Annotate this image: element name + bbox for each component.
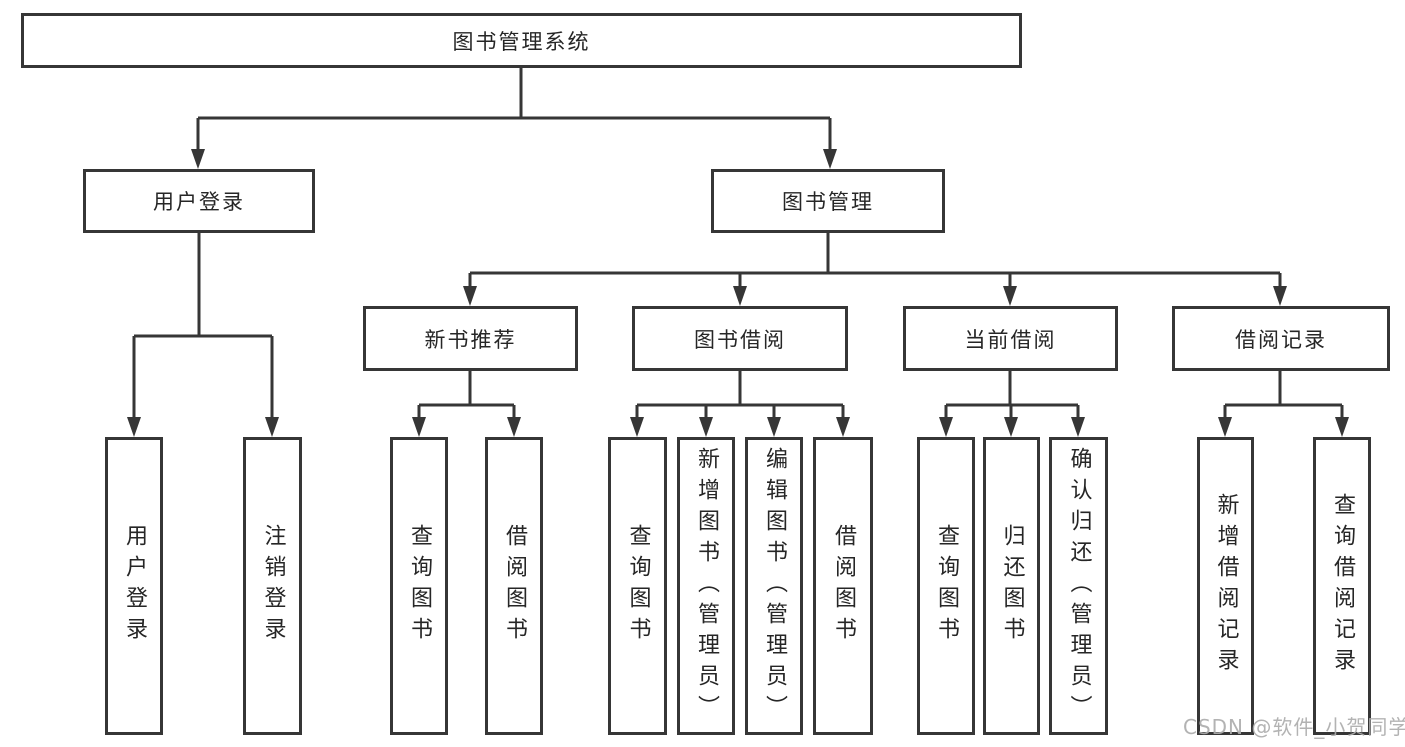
node-label: 图书管理 [782,190,874,214]
arrow-icon [127,417,141,437]
node-label: 查询图书 [625,524,651,648]
arrow-icon [412,417,426,437]
leaf-borrow-add-books-admin: 新增图书（管理员） [677,437,735,735]
node-label: 查询借阅记录 [1330,493,1355,679]
node-label: 确认归还（管理员） [1066,446,1092,726]
arrow-icon [733,286,747,306]
arrow-icon [265,417,279,437]
leaf-borrow-query-books: 查询图书 [608,437,667,735]
arrow-icon [1071,417,1085,437]
arrow-icon [836,417,850,437]
arrow-icon [191,149,205,169]
arrow-icon [463,286,477,306]
arrow-icon [823,149,837,169]
leaf-records-add-record: 新增借阅记录 [1197,437,1254,735]
arrowheads [127,149,1349,437]
node-label: 新增图书（管理员） [694,446,719,726]
node-book-borrow: 图书借阅 [632,306,848,371]
node-label: 编辑图书（管理员） [762,446,787,726]
node-book-management: 图书管理 [711,169,945,233]
leaf-records-query-record: 查询借阅记录 [1313,437,1371,735]
node-new-book-recommend: 新书推荐 [363,306,578,371]
node-label: 图书管理系统 [452,29,591,54]
arrow-icon [1003,286,1017,306]
node-label: 借阅图书 [502,524,527,648]
node-label: 归还图书 [999,524,1025,648]
watermark-text: CSDN @软件_小贺同学 [1183,715,1405,739]
arrow-icon [699,417,713,437]
leaf-recommend-query-books: 查询图书 [390,437,448,735]
node-borrow-records: 借阅记录 [1172,306,1390,371]
leaf-current-query-books: 查询图书 [917,437,975,735]
arrow-icon [630,417,644,437]
node-label: 借阅图书 [831,524,856,648]
node-label: 用户登录 [153,190,245,214]
leaf-borrow-edit-books-admin: 编辑图书（管理员） [745,437,803,735]
arrow-icon [1218,417,1232,437]
arrow-icon [507,417,521,437]
node-label: 图书借阅 [694,327,786,352]
leaf-current-return-books: 归还图书 [983,437,1040,735]
node-user-login: 用户登录 [83,169,315,233]
leaf-current-confirm-return-admin: 确认归还（管理员） [1049,437,1108,735]
connector-path [132,68,1344,421]
leaf-logout: 注销登录 [243,437,302,735]
leaf-recommend-borrow-books: 借阅图书 [485,437,543,735]
node-label: 新书推荐 [424,327,517,352]
arrow-icon [767,417,781,437]
node-label: 借阅记录 [1235,327,1327,352]
arrow-icon [1335,417,1349,437]
node-label: 用户登录 [122,524,147,648]
node-current-borrow: 当前借阅 [903,306,1118,371]
node-label: 查询图书 [934,524,959,648]
leaf-borrow-borrow-books: 借阅图书 [813,437,873,735]
leaf-user-login: 用户登录 [105,437,163,735]
node-label: 注销登录 [260,524,286,648]
arrow-icon [1004,417,1018,437]
node-label: 查询图书 [407,524,432,648]
arrow-icon [1273,286,1287,306]
node-root: 图书管理系统 [21,13,1022,68]
node-label: 当前借阅 [964,327,1057,352]
node-label: 新增借阅记录 [1213,493,1239,679]
arrow-icon [939,417,953,437]
